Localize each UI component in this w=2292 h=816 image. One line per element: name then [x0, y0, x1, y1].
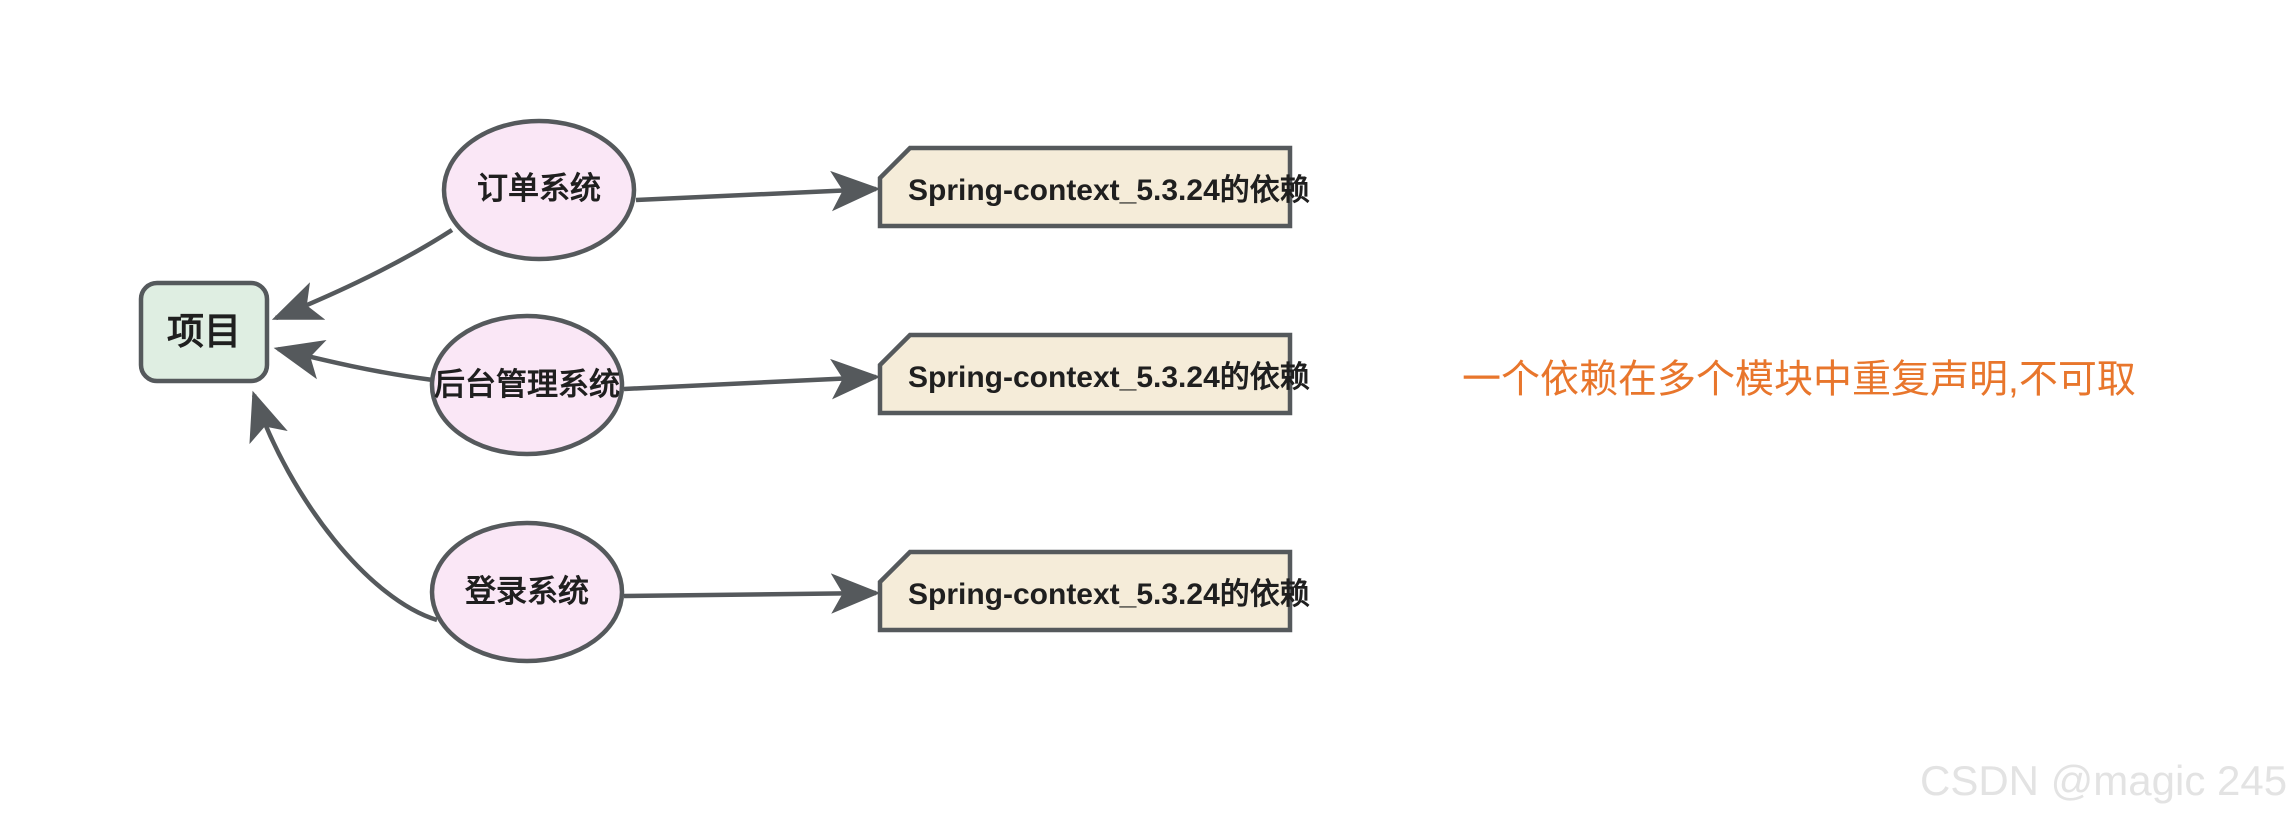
module-order-label: 订单系统	[477, 171, 601, 206]
module-admin-label: 后台管理系统	[434, 367, 620, 402]
edge-order-to-note	[635, 170, 881, 212]
edge-login-to-note	[623, 573, 881, 614]
node-module-order[interactable]: 订单系统	[441, 118, 637, 262]
edge-login-to-project	[249, 390, 438, 623]
module-login-shape	[429, 520, 625, 664]
csdn-watermark: CSDN @magic 245	[1920, 757, 2287, 804]
edge-order-to-project	[271, 228, 454, 321]
module-admin-shape	[429, 313, 625, 457]
node-note-order-dependency[interactable]: Spring-context_5.3.24的依赖	[877, 145, 1310, 229]
edge-admin-to-project	[273, 339, 434, 383]
note-admin-shape	[877, 332, 1293, 416]
edge-group-module-to-project	[249, 228, 454, 623]
module-login-label: 登录系统	[464, 574, 589, 609]
node-note-login-dependency[interactable]: Spring-context_5.3.24的依赖	[877, 549, 1310, 633]
annotation-duplicate-dependency: 一个依赖在多个模块中重复声明,不可取	[1462, 358, 2136, 401]
node-module-login[interactable]: 登录系统	[429, 520, 625, 664]
edge-group-module-to-note	[623, 170, 881, 614]
node-project[interactable]: 项目	[138, 280, 270, 384]
node-note-admin-dependency[interactable]: Spring-context_5.3.24的依赖	[877, 332, 1310, 416]
note-order-shape	[877, 145, 1293, 229]
note-admin-label: Spring-context_5.3.24的依赖	[908, 361, 1310, 394]
project-node-label: 项目	[167, 311, 241, 352]
module-order-shape	[441, 118, 637, 262]
edge-admin-to-note	[623, 358, 881, 400]
note-login-shape	[877, 549, 1293, 633]
note-login-label: Spring-context_5.3.24的依赖	[908, 578, 1310, 611]
note-order-label: Spring-context_5.3.24的依赖	[908, 174, 1310, 207]
node-module-admin[interactable]: 后台管理系统	[429, 313, 625, 457]
project-node-shape	[138, 280, 270, 384]
